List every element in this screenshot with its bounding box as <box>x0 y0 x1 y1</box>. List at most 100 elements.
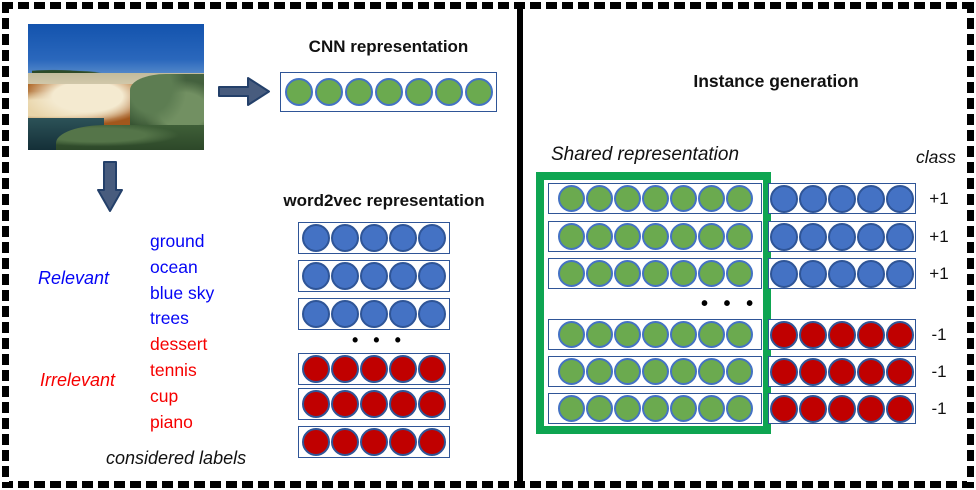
red-circle <box>799 357 827 386</box>
red-circle <box>360 428 388 456</box>
green-circle <box>669 321 697 348</box>
red-circle <box>799 394 827 423</box>
green-circle <box>697 185 725 212</box>
blue-circle <box>886 184 914 213</box>
green-circle <box>725 321 753 348</box>
label-word: dessert <box>150 334 208 355</box>
green-circle <box>374 78 403 106</box>
blue-circle <box>857 259 885 288</box>
blue-circle <box>331 224 359 252</box>
red-circle <box>302 390 330 418</box>
blue-circle <box>828 222 856 251</box>
green-circle <box>669 185 697 212</box>
red-circle <box>418 355 446 383</box>
label-word: blue sky <box>150 282 215 303</box>
blue-circle <box>770 184 798 213</box>
blue-circle <box>770 222 798 251</box>
green-circle <box>725 223 753 250</box>
green-circle <box>613 321 641 348</box>
label-vector-box <box>768 356 916 387</box>
red-circle <box>418 428 446 456</box>
class-value: +1 <box>929 264 949 283</box>
green-circle <box>697 223 725 250</box>
word2vec-row <box>298 260 450 292</box>
class-value: -1 <box>931 362 947 381</box>
green-circle <box>725 358 753 385</box>
class-value: -1 <box>931 399 947 418</box>
green-circle <box>697 395 725 422</box>
red-circle <box>886 357 914 386</box>
green-circle <box>641 185 669 212</box>
irrelevant-label: Irrelevant <box>40 370 116 390</box>
input-photo <box>28 24 204 150</box>
panel-divider <box>517 4 523 486</box>
label-vector-box <box>768 393 916 424</box>
word2vec-row <box>298 426 450 458</box>
blue-circle <box>389 224 417 252</box>
instance-row: +1 <box>548 258 960 289</box>
word2vec-row <box>298 298 450 330</box>
green-circle <box>557 395 585 422</box>
red-circle <box>799 320 827 349</box>
blue-circle <box>302 262 330 290</box>
label-vector-box <box>768 258 916 289</box>
blue-circle <box>302 224 330 252</box>
instance-row: +1 <box>548 183 960 214</box>
red-circle <box>331 390 359 418</box>
green-circle <box>557 223 585 250</box>
green-circle <box>613 358 641 385</box>
green-circle <box>585 260 613 287</box>
red-circle <box>389 428 417 456</box>
shared-vector-box <box>548 393 762 424</box>
red-circle <box>389 390 417 418</box>
red-circle <box>389 355 417 383</box>
cnn-vector-box <box>280 72 497 112</box>
label-vector-box <box>768 319 916 350</box>
green-circle <box>641 395 669 422</box>
red-circle <box>857 394 885 423</box>
green-circle <box>557 185 585 212</box>
label-vector-box <box>768 221 916 252</box>
blue-circle <box>857 222 885 251</box>
label-word: ground <box>150 231 205 251</box>
label-vector-box <box>768 183 916 214</box>
red-circle <box>331 428 359 456</box>
blue-circle <box>886 259 914 288</box>
class-column-header: class <box>916 147 956 167</box>
green-circle <box>725 185 753 212</box>
relevant-label: Relevant <box>38 268 110 288</box>
photo-vegetation-bottom <box>56 125 204 150</box>
blue-circle <box>770 259 798 288</box>
green-circle <box>434 78 463 106</box>
green-circle <box>725 395 753 422</box>
blue-circle <box>389 300 417 328</box>
label-word: piano <box>150 411 193 432</box>
frame-left-dashed-border <box>2 2 9 488</box>
green-circle <box>585 185 613 212</box>
shared-representation-outline <box>536 172 771 434</box>
frame-bottom-dashed-border <box>2 481 974 488</box>
instance-row: -1 <box>548 319 960 350</box>
word2vec-row <box>298 222 450 254</box>
red-circle <box>331 355 359 383</box>
green-circle <box>641 358 669 385</box>
red-circle <box>886 320 914 349</box>
green-circle <box>641 223 669 250</box>
blue-circle <box>302 300 330 328</box>
green-circle <box>557 358 585 385</box>
green-circle <box>585 395 613 422</box>
down-arrow-icon <box>97 161 123 212</box>
cnn-representation-title: CNN representation <box>308 37 469 56</box>
green-circle <box>641 260 669 287</box>
green-circle <box>557 260 585 287</box>
green-circle <box>557 321 585 348</box>
red-circle <box>302 428 330 456</box>
word2vec-representation-title: word2vec representation <box>283 191 485 210</box>
green-circle <box>464 78 493 106</box>
green-circle <box>697 358 725 385</box>
blue-circle <box>857 184 885 213</box>
blue-circle <box>418 224 446 252</box>
class-value: -1 <box>931 325 947 344</box>
shared-vector-box <box>548 319 762 350</box>
